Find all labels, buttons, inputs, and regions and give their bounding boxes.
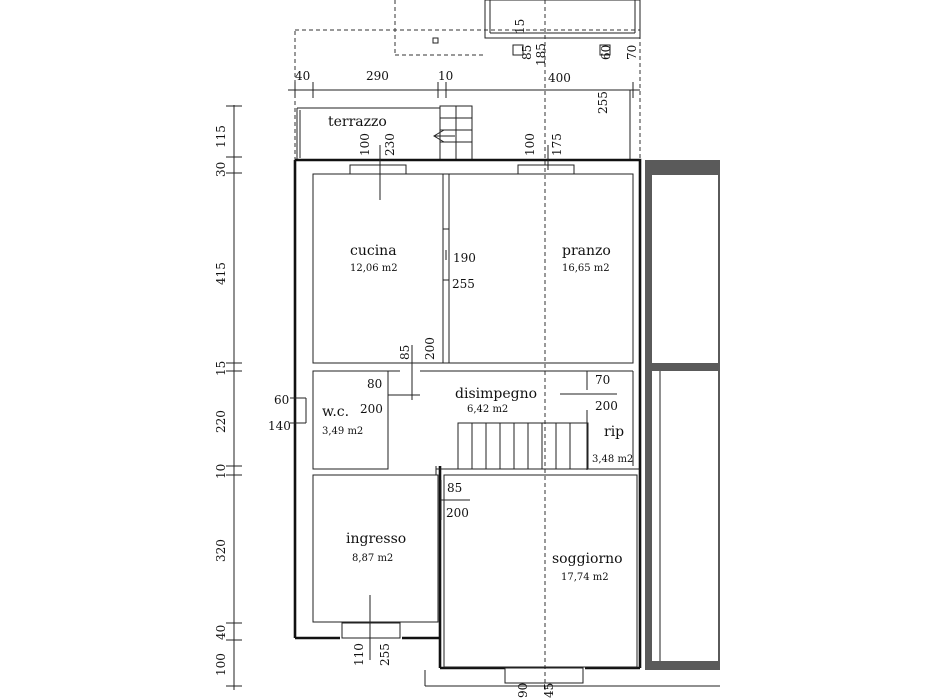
dim-wc-200: 200 bbox=[360, 402, 383, 416]
dim-ing-110: 110 bbox=[352, 643, 366, 666]
dim-wc-60: 60 bbox=[274, 393, 289, 407]
dim-left-15: 15 bbox=[214, 361, 228, 376]
dim-door-200: 200 bbox=[423, 337, 437, 360]
room-labels: cucina 12,06 m2 pranzo 16,65 m2 disimpeg… bbox=[322, 243, 633, 583]
room-wc-area: 3,49 m2 bbox=[322, 426, 363, 437]
dim-left-220: 220 bbox=[214, 410, 228, 433]
neighbour-wall bbox=[645, 160, 720, 670]
room-cucina-label: cucina bbox=[350, 243, 397, 259]
dim-ing-255: 255 bbox=[378, 643, 392, 666]
room-soggiorno-label: soggiorno bbox=[552, 551, 623, 567]
dim-top-10: 10 bbox=[438, 69, 453, 83]
room-rip-area: 3,48 m2 bbox=[592, 454, 633, 465]
dim-pranzo-100: 100 bbox=[523, 133, 537, 156]
room-ingresso-area: 8,87 m2 bbox=[352, 553, 393, 564]
dim-sogg-200: 200 bbox=[446, 506, 469, 520]
dim-left-320: 320 bbox=[214, 539, 228, 562]
room-cucina-area: 12,06 m2 bbox=[350, 263, 398, 274]
dim-door-85: 85 bbox=[398, 345, 412, 360]
dim-top-185: 185 bbox=[534, 43, 548, 66]
dim-top-290: 290 bbox=[366, 69, 389, 83]
room-rip-label: rip bbox=[604, 424, 624, 440]
dim-cucina-100: 100 bbox=[358, 133, 372, 156]
room-wc-label: w.c. bbox=[322, 404, 349, 420]
dim-cucina-230: 230 bbox=[383, 133, 397, 156]
outer-walls bbox=[293, 158, 720, 687]
dim-pranzo-175: 175 bbox=[550, 133, 564, 156]
dim-top-60: 60 bbox=[599, 45, 613, 60]
dim-bottom-90: 90 bbox=[516, 683, 530, 698]
dim-top-70: 70 bbox=[625, 45, 639, 60]
room-soggiorno-area: 17,74 m2 bbox=[561, 572, 609, 583]
room-terrazzo-label: terrazzo bbox=[328, 114, 387, 130]
dim-left-40: 40 bbox=[214, 625, 228, 640]
dim-left-30: 30 bbox=[214, 162, 228, 177]
top-dimension-line: 40 290 10 400 255 15 85 185 60 70 bbox=[288, 19, 640, 160]
dim-wc-140: 140 bbox=[268, 419, 291, 433]
dim-rip-70: 70 bbox=[595, 373, 610, 387]
dim-wc-80: 80 bbox=[367, 377, 382, 391]
dim-right-255: 255 bbox=[596, 91, 610, 114]
dim-left-415: 415 bbox=[214, 262, 228, 285]
staircase bbox=[457, 422, 589, 470]
dim-left-100: 100 bbox=[214, 653, 228, 676]
dim-top-15: 15 bbox=[513, 19, 527, 34]
dim-door-255: 255 bbox=[452, 277, 475, 291]
room-ingresso-label: ingresso bbox=[346, 531, 406, 547]
room-disimpegno-area: 6,42 m2 bbox=[467, 404, 508, 415]
left-dimension-line: 115 30 415 15 220 10 320 40 100 bbox=[214, 105, 242, 690]
dim-rip-200: 200 bbox=[595, 399, 618, 413]
room-pranzo-area: 16,65 m2 bbox=[562, 263, 610, 274]
opening-dimensions: 100 230 100 175 190 255 85 200 60 140 80… bbox=[268, 133, 618, 698]
windows bbox=[341, 164, 584, 684]
upper-outline bbox=[294, 0, 641, 690]
room-pranzo-label: pranzo bbox=[562, 243, 611, 259]
dim-left-115: 115 bbox=[214, 125, 228, 148]
dim-left-10: 10 bbox=[214, 464, 228, 479]
dim-top-40: 40 bbox=[295, 69, 310, 83]
dim-door-190: 190 bbox=[453, 251, 476, 265]
dim-top-400: 400 bbox=[548, 71, 571, 85]
door-marks bbox=[290, 145, 617, 660]
dim-top-85: 85 bbox=[520, 45, 534, 60]
dim-bottom-45: 45 bbox=[542, 683, 556, 698]
room-disimpegno-label: disimpegno bbox=[455, 386, 537, 402]
dim-sogg-85: 85 bbox=[447, 481, 462, 495]
